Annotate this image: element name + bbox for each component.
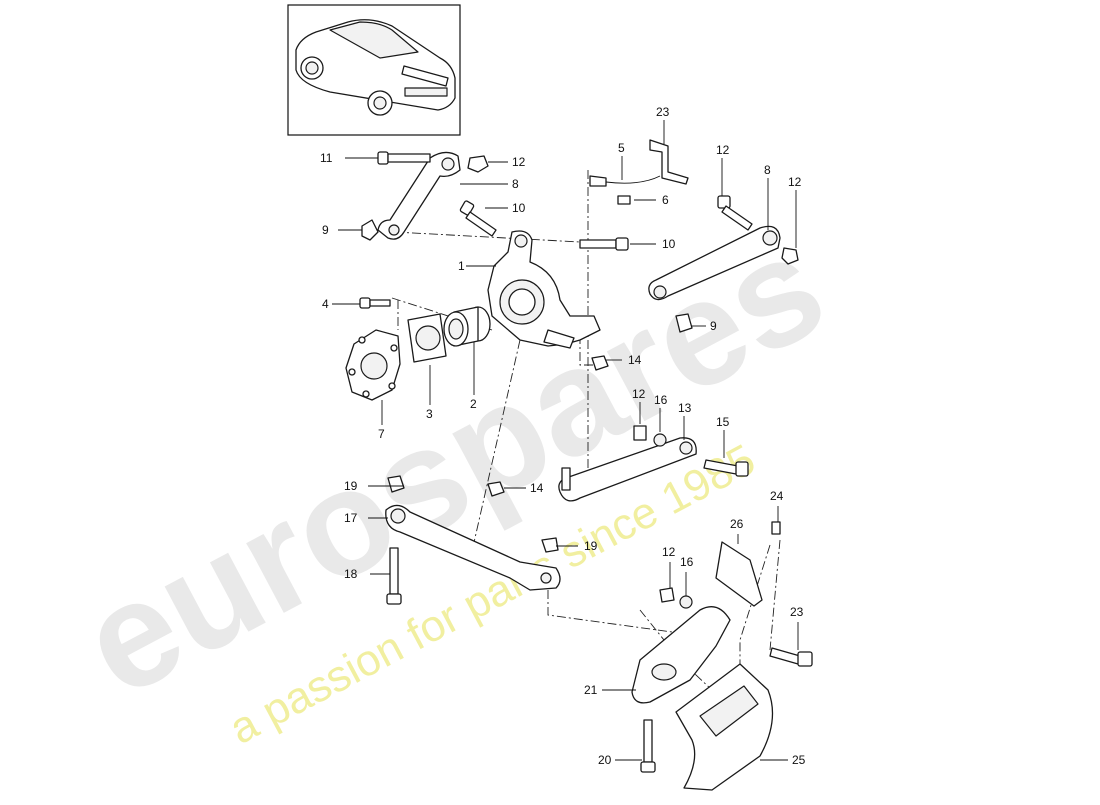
cover-plate — [407, 313, 447, 363]
nut-19-upper — [387, 475, 405, 493]
callout-label: 2 — [470, 397, 477, 411]
callout-label: 10 — [512, 201, 526, 215]
callout-label: 25 — [792, 753, 806, 767]
callout-label: 20 — [598, 753, 612, 767]
callout-label: 12 — [632, 387, 646, 401]
nut-14-lower — [487, 481, 505, 497]
callout-label: 8 — [512, 177, 519, 191]
upper-link-left — [377, 151, 461, 240]
bolt-4 — [359, 297, 391, 309]
callout-label: 5 — [618, 141, 625, 155]
callout-label: 12 — [716, 143, 730, 157]
nut-14-upper — [591, 355, 609, 371]
nut-12-toe — [633, 425, 647, 441]
callout-label: 9 — [322, 223, 329, 237]
callout-label: 18 — [344, 567, 358, 581]
bolt-10-right — [579, 237, 629, 251]
bracket-26 — [715, 541, 763, 607]
callout-label: 4 — [322, 297, 329, 311]
callout-label: 3 — [426, 407, 433, 421]
upper-link-right — [648, 225, 781, 301]
bolt-11-right — [717, 195, 753, 231]
bolt-11-left — [377, 151, 431, 165]
callout-label: 23 — [656, 105, 670, 119]
callout-labels: 11 12 8 9 10 10 1 4 3 2 7 5 6 23 12 8 12… — [320, 105, 806, 767]
callout-label: 16 — [654, 393, 668, 407]
callout-label: 13 — [678, 401, 692, 415]
wheel-hub — [345, 329, 401, 401]
callout-label: 6 — [662, 193, 669, 207]
callout-label: 16 — [680, 555, 694, 569]
speed-sensor — [589, 175, 661, 205]
toe-link — [558, 437, 697, 502]
bushing-9-right — [675, 313, 693, 333]
callout-label: 1 — [458, 259, 465, 273]
bolt-22 — [769, 647, 813, 667]
callout-label: 8 — [764, 163, 771, 177]
callout-label: 14 — [530, 481, 544, 495]
callout-label: 9 — [710, 319, 717, 333]
washer-16-toe — [653, 433, 667, 447]
callout-label: 19 — [584, 539, 598, 553]
bolt-20 — [640, 719, 656, 773]
callout-label: 12 — [788, 175, 802, 189]
callout-label: 7 — [378, 427, 385, 441]
callout-label: 24 — [770, 489, 784, 503]
lower-arm — [385, 504, 561, 591]
clip-23 — [649, 139, 689, 185]
spring-plate — [631, 606, 731, 704]
callout-label: 26 — [730, 517, 744, 531]
leader-lines — [332, 120, 799, 761]
callout-label: 15 — [716, 415, 730, 429]
nut-12-lower — [659, 587, 675, 603]
nut-19-lower — [541, 537, 559, 553]
bushing-9-left — [361, 219, 379, 241]
wheel-bearing — [443, 306, 491, 347]
bolt-10-upper — [459, 200, 497, 237]
callout-label: 12 — [662, 545, 676, 559]
callout-label: 10 — [662, 237, 676, 251]
nut-12-left — [467, 155, 489, 173]
bolt-18 — [386, 547, 402, 605]
callout-label: 14 — [628, 353, 642, 367]
bolt-24 — [771, 521, 781, 535]
callout-label: 12 — [512, 155, 526, 169]
callout-label: 17 — [344, 511, 358, 525]
wheel-carrier — [487, 230, 601, 349]
callout-label: 19 — [344, 479, 358, 493]
washer-16-lower — [679, 595, 693, 609]
callout-label: 11 — [320, 151, 333, 165]
vehicle-thumbnail — [287, 4, 461, 136]
callout-label: 21 — [584, 683, 598, 697]
nut-12-right — [781, 247, 799, 265]
bolt-15 — [703, 459, 749, 477]
callout-label: 23 — [790, 605, 804, 619]
underbody-shield — [675, 663, 774, 791]
